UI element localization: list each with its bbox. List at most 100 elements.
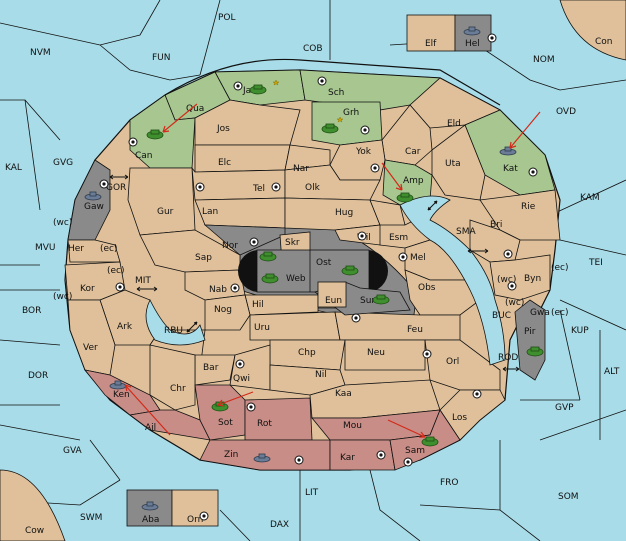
label-neu: Neu <box>367 348 385 358</box>
label-jad: Jad <box>242 86 257 96</box>
label-lit: LIT <box>305 488 319 498</box>
coast-kor-wc: (wc) <box>53 292 72 302</box>
label-cow: Cow <box>25 526 44 536</box>
province-pir <box>514 299 546 381</box>
army-unit-icon <box>321 123 339 134</box>
label-yok: Yok <box>355 147 372 157</box>
label-kor: Kor <box>80 284 95 294</box>
label-ost: Ost <box>316 258 332 268</box>
label-nil: Nil <box>315 370 327 380</box>
label-mel: Mel <box>410 253 426 263</box>
label-sch: Sch <box>328 88 344 98</box>
double-arrow-icon <box>427 200 438 211</box>
coast-her-wc: (wc) <box>53 218 72 228</box>
coast-byn-ec: (ec) <box>551 263 569 273</box>
label-uta: Uta <box>445 159 461 169</box>
province-neu <box>344 339 426 371</box>
label-nar: Nar <box>293 164 309 174</box>
move-arrow <box>124 384 171 436</box>
army-unit-icon <box>146 129 164 140</box>
province-obs <box>404 269 481 316</box>
supply-center-icon <box>487 33 497 43</box>
navy-unit-icon <box>499 146 517 156</box>
label-nvm: NVM <box>30 48 51 58</box>
army-unit-icon <box>372 294 390 305</box>
label-alt: ALT <box>604 367 620 377</box>
army-unit-icon <box>259 251 277 262</box>
army-unit-icon <box>249 84 267 95</box>
label-con: Con <box>595 37 613 47</box>
province-feu <box>334 311 461 341</box>
label-chr: Chr <box>170 384 186 394</box>
supply-center-icon <box>528 167 538 177</box>
label-bri: Bri <box>490 220 502 230</box>
province-orn <box>171 489 219 527</box>
label-elc: Elc <box>218 158 231 168</box>
supply-center-icon <box>351 313 361 323</box>
label-fun: FUN <box>152 53 171 63</box>
label-chp: Chp <box>298 348 316 358</box>
land-labels: Jad Sch Qua Jos Grh Can Eld Yok Car Elc … <box>68 39 550 525</box>
label-mou: Mou <box>343 421 362 431</box>
label-lan: Lan <box>202 207 218 217</box>
coastline-north <box>164 58 501 106</box>
label-kar: Kar <box>340 453 355 463</box>
supply-center-icon <box>128 137 138 147</box>
label-bor: BOR <box>22 306 41 316</box>
coast-kor-ec: (ec) <box>107 266 125 276</box>
supply-center-icon <box>357 231 367 241</box>
supply-center-icon <box>360 125 370 135</box>
label-kat: Kat <box>503 164 518 174</box>
supply-center-icon <box>398 252 408 262</box>
inner-bay-rbu <box>145 299 206 346</box>
label-gva: GVA <box>63 446 83 456</box>
label-gor: GOR <box>106 183 126 193</box>
double-arrow-icon <box>502 366 520 372</box>
double-arrow-icon <box>186 321 198 333</box>
supply-centers <box>99 33 538 521</box>
label-grh: Grh <box>343 108 359 118</box>
move-arrow <box>509 111 541 149</box>
label-sot: Sot <box>218 418 233 428</box>
label-ark: Ark <box>117 322 133 332</box>
label-hil: Hil <box>252 300 264 310</box>
label-fro: FRO <box>440 478 459 488</box>
army-unit-icon <box>396 192 414 203</box>
label-nab: Nab <box>209 285 227 295</box>
sea-labels: POL COB NVM FUN NOM Con OVD KAL GVG KAM … <box>5 13 620 536</box>
province-rot <box>244 397 313 441</box>
label-sap: Sap <box>195 253 212 263</box>
navy-unit-icon <box>84 191 102 201</box>
label-rie: Rie <box>521 202 536 212</box>
coast-byn-wc: (wc) <box>497 275 516 285</box>
province-eld <box>409 77 501 129</box>
supply-center-icon <box>99 179 109 189</box>
double-arrow-icon <box>136 286 158 292</box>
label-dor: DOR <box>28 371 48 381</box>
navy-unit-icon <box>253 453 271 463</box>
move-arrow <box>381 162 403 191</box>
label-tei: TEI <box>588 258 603 268</box>
label-elf: Elf <box>425 39 437 49</box>
label-dax: DAX <box>270 520 289 530</box>
label-nor: Nor <box>222 241 238 251</box>
label-kup: KUP <box>571 326 589 336</box>
supply-center-icon <box>195 182 205 192</box>
label-gaw: Gaw <box>84 202 104 212</box>
supply-center-icon <box>317 76 327 86</box>
navy-unit-icon <box>141 501 159 511</box>
label-web: Web <box>286 274 306 284</box>
label-ken: Ken <box>113 390 130 400</box>
coast-gwa-ec: (ec) <box>551 308 569 318</box>
label-sma: SMA <box>456 227 476 237</box>
label-uru: Uru <box>254 323 270 333</box>
label-orn: Orn <box>187 515 203 525</box>
label-sam: Sam <box>405 446 425 456</box>
province-byn <box>489 254 551 301</box>
label-zin: Zin <box>224 450 238 460</box>
province-tel <box>191 166 286 201</box>
label-skr: Skr <box>285 238 300 248</box>
supply-center-icon <box>370 163 380 173</box>
